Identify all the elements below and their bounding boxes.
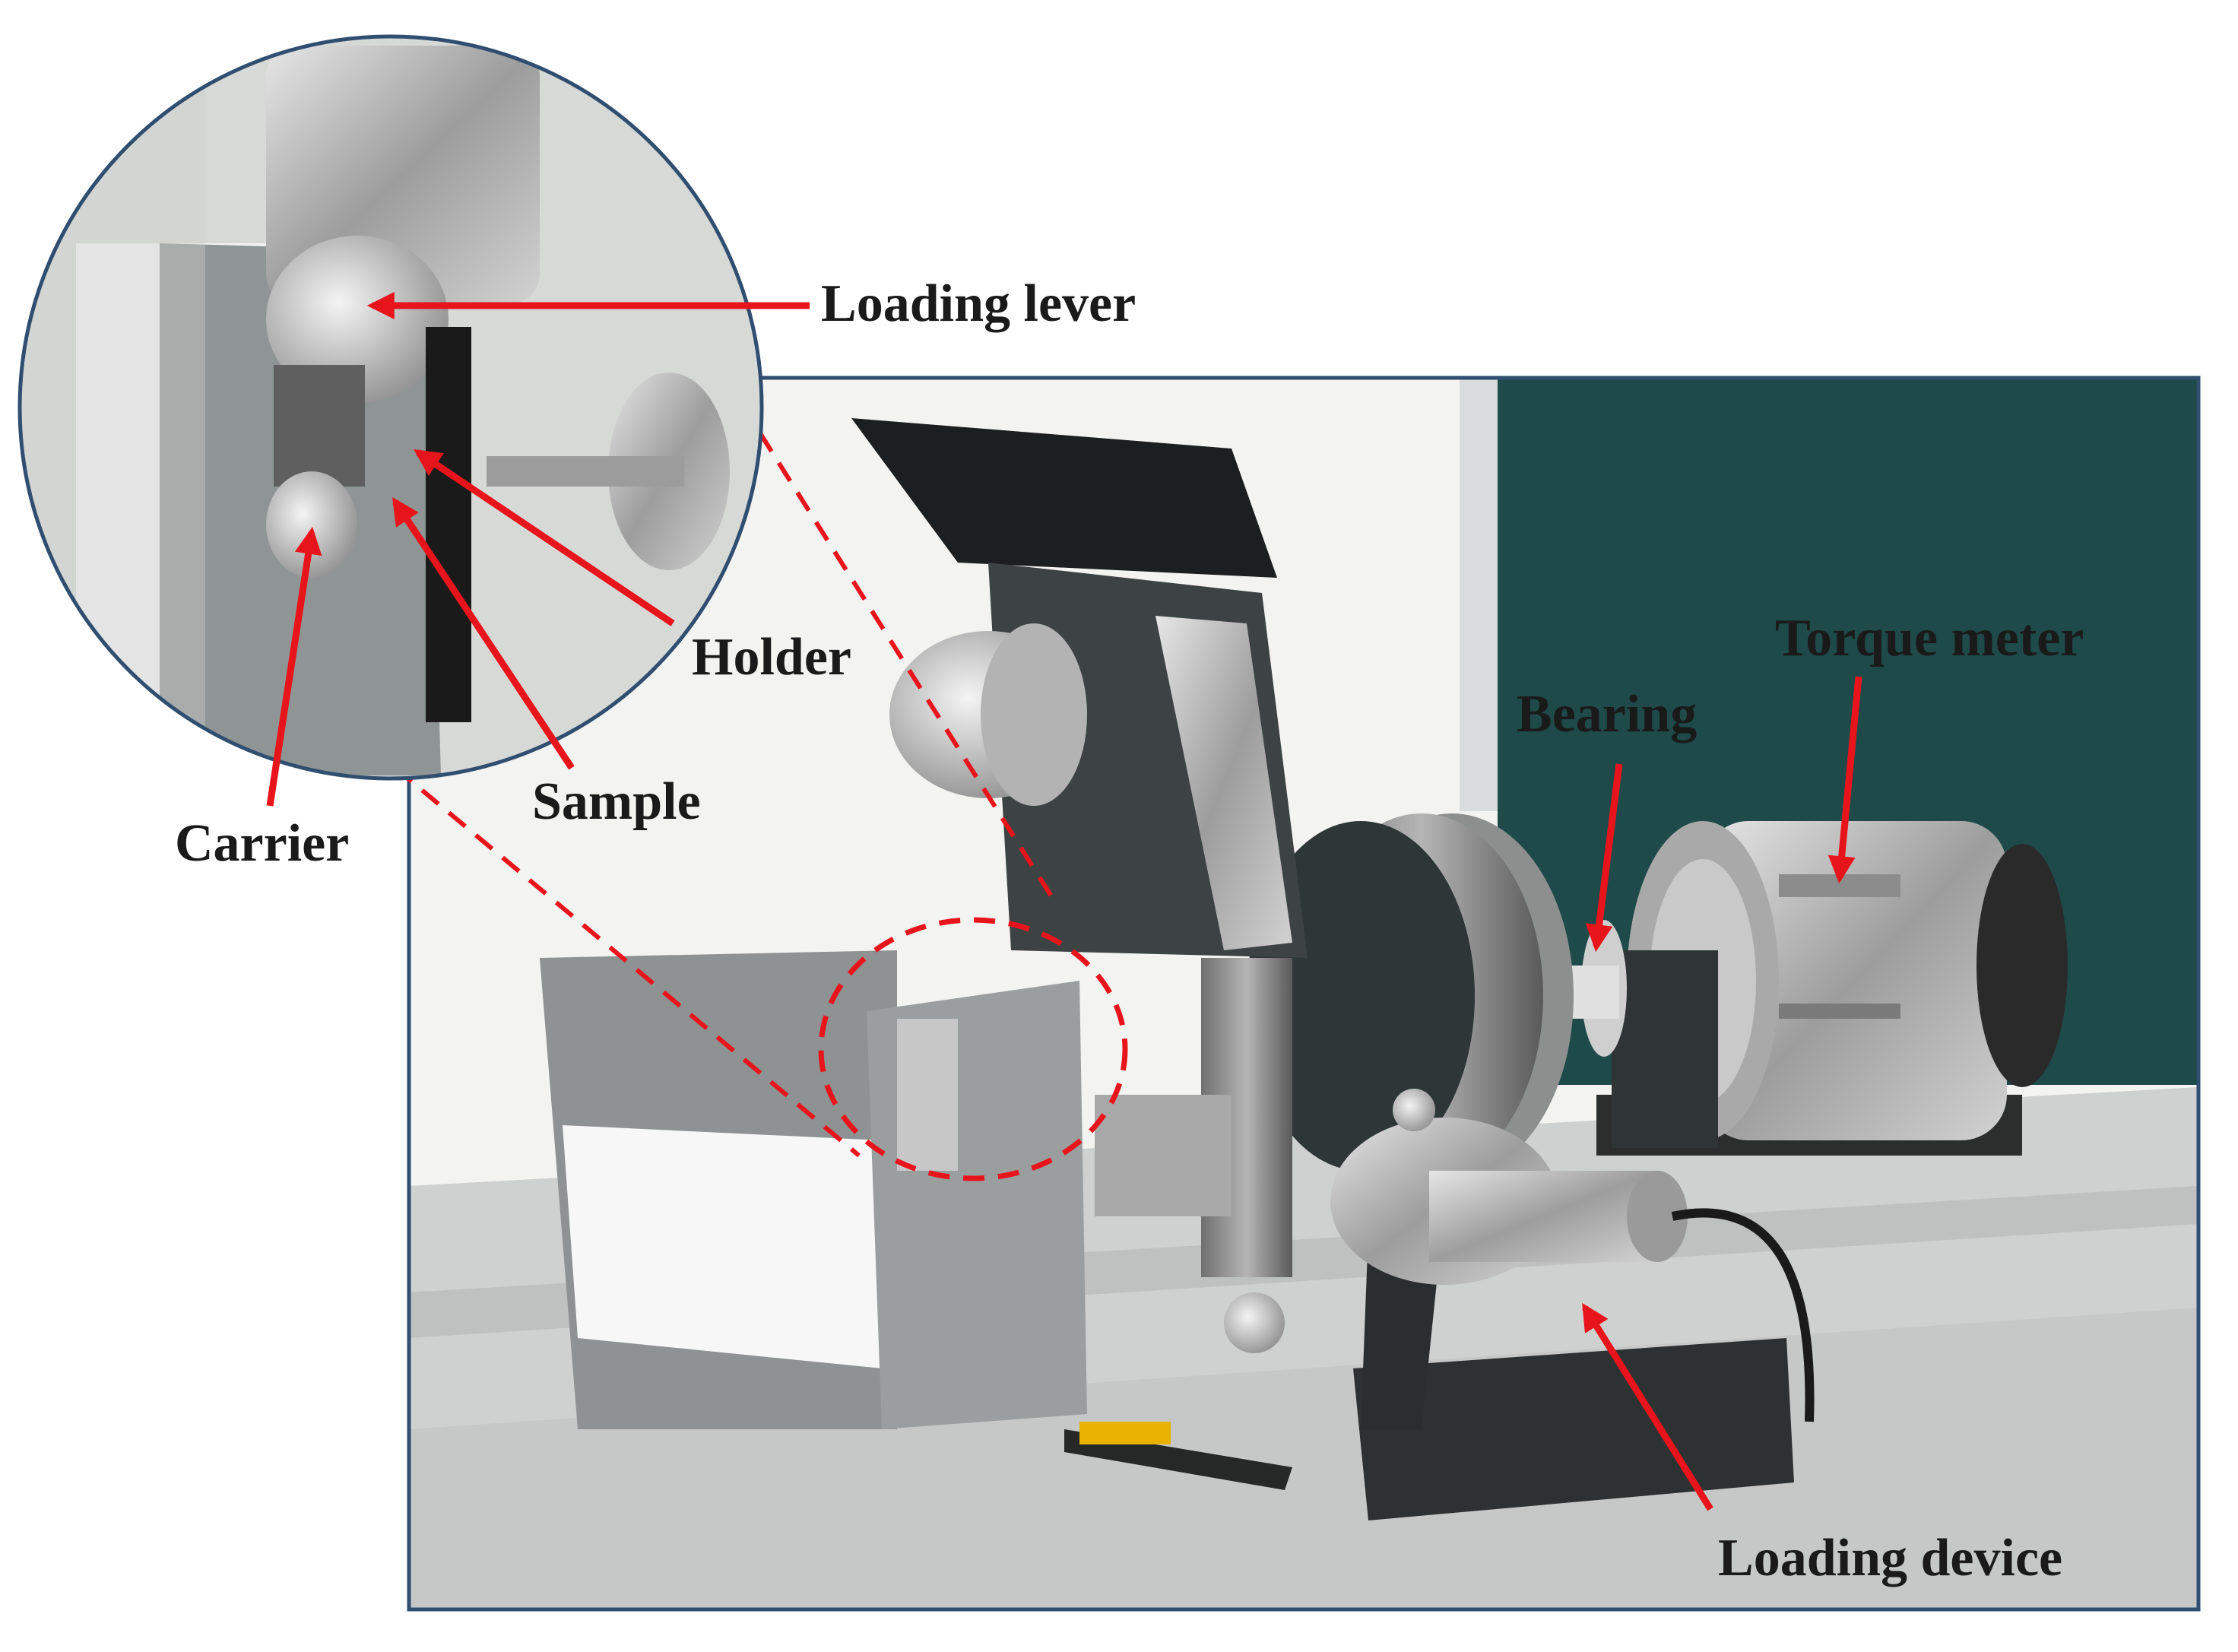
zoom-connector-lines: [394, 432, 1059, 1158]
pliers: [1064, 1422, 1292, 1490]
loading-device: [1330, 1089, 1815, 1520]
label-bearing: Bearing: [1517, 685, 1698, 744]
label-sample: Sample: [532, 772, 701, 831]
arrow-loading-device: [1582, 1302, 1713, 1511]
zoom-region-marker: [818, 917, 1128, 1181]
main-photo-frame: [407, 376, 2201, 1612]
label-loading-lever: Loading lever: [821, 274, 1136, 333]
label-torque-meter: Torque meter: [1775, 609, 2084, 667]
lever-tower: [851, 418, 1308, 1353]
arrow-carrier: [266, 526, 322, 807]
arrow-bearing: [1585, 763, 1623, 953]
bearing: [1558, 920, 1718, 1148]
inset-frame: [17, 34, 764, 781]
arrow-holder: [414, 449, 675, 626]
label-loading-device: Loading device: [1718, 1529, 2063, 1587]
arrow-torque-meter: [1827, 676, 1862, 884]
disc-wheel: [1247, 813, 1574, 1178]
arrow-sample: [392, 496, 575, 770]
label-carrier: Carrier: [175, 814, 350, 873]
sample-housing: [540, 950, 1087, 1429]
inset-photo: [20, 36, 762, 778]
label-holder: Holder: [692, 628, 851, 686]
callout-arrows: [266, 292, 1862, 1511]
main-photo: [409, 378, 2198, 1609]
